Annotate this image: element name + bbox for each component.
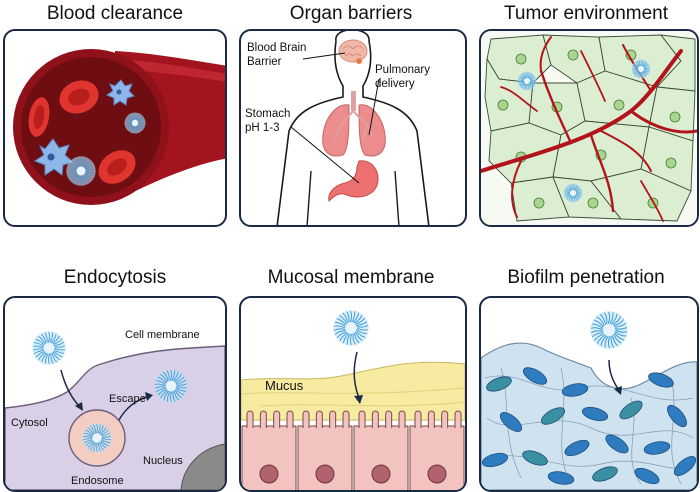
vessel-tube-highlight: [115, 59, 225, 82]
red-blood-cell: [98, 150, 136, 184]
bacterium-icon: [481, 452, 509, 468]
bacterium-icon: [634, 467, 660, 485]
red-blood-cell: [28, 97, 50, 137]
tumor-illustration: [481, 31, 697, 225]
bbb-label-line2: Barrier: [247, 56, 282, 68]
arrow-into-biofilm: [608, 359, 622, 395]
bacterium-icon: [561, 383, 589, 397]
nanoparticle-icon: [631, 59, 651, 79]
pulmonary-callout-line: [368, 78, 380, 136]
bacterium-icon: [643, 441, 671, 455]
mucus-label: Mucus: [265, 378, 304, 393]
body-outline: [276, 31, 430, 225]
endocytosis-title: Endocytosis: [63, 267, 167, 288]
immune-cell-icon: [105, 79, 135, 106]
bacterium-icon: [648, 372, 674, 388]
bacterium-icon: [547, 471, 575, 485]
nanoparticle-icon: [82, 423, 112, 453]
epithelial-cell: [297, 410, 353, 490]
epithelial-cell: [409, 410, 465, 490]
bacterium-icon: [592, 466, 618, 482]
stomach-label-line1: Stomach: [245, 108, 290, 120]
epithelial-cells: [241, 410, 465, 490]
blood-clearance-panel: [3, 29, 227, 227]
brain-icon: [338, 39, 368, 64]
bbb-label-line1: Blood Brain: [247, 42, 306, 54]
nanoparticle-icon: [32, 331, 66, 365]
cell-membrane-label: Cell membrane: [125, 329, 200, 341]
arrow-into-mucus: [353, 351, 363, 404]
human-body-illustration: Blood Brain Barrier Pulmonary delivery S…: [245, 31, 430, 225]
bacterium-icon: [581, 406, 609, 422]
endocytosis-illustration: Cell membrane Cytosol Escape Endosome Nu…: [5, 329, 225, 490]
bacterium-icon: [619, 400, 643, 420]
epithelial-cell: [241, 410, 297, 490]
endosome-label: Endosome: [71, 475, 124, 487]
red-blood-cell: [59, 80, 99, 114]
biofilm-penetration-panel: [479, 296, 699, 492]
cytosol-label: Cytosol: [11, 417, 48, 429]
biofilm-penetration-title: Biofilm penetration: [507, 267, 665, 288]
nanoparticle-icon: [333, 310, 369, 346]
tumor-blood-vessels: [481, 36, 697, 222]
nanoparticle-icon: [517, 71, 537, 91]
bacterium-icon: [540, 407, 566, 425]
blood-vessel-illustration: [13, 49, 225, 205]
bacterium-icon: [522, 450, 548, 466]
blood-clearance-title: Blood clearance: [46, 3, 184, 24]
bacterium-icon: [522, 367, 548, 385]
nanoparticle-icon: [154, 369, 188, 403]
bacterium-icon: [499, 412, 523, 432]
bacteria-cluster: [481, 367, 697, 485]
mucosa-illustration: Mucus: [241, 310, 465, 490]
stomach-icon: [328, 160, 379, 202]
endocytosis-panel: Cell membrane Cytosol Escape Endosome Nu…: [3, 296, 227, 492]
nanoparticle-icon: [590, 311, 628, 349]
mucosal-membrane-title: Mucosal membrane: [267, 267, 435, 288]
bbb-callout-line: [302, 52, 346, 60]
escape-label: Escape: [109, 393, 146, 405]
nucleus-shape: [180, 443, 225, 490]
pulmonary-label-line2: delivery: [375, 78, 415, 90]
organ-barriers-title: Organ barriers: [289, 3, 413, 24]
stomach-callout-line: [290, 126, 360, 184]
nanoparticle-icon: [66, 156, 96, 186]
immune-cell-icon: [33, 138, 75, 176]
bacterium-icon: [605, 434, 629, 454]
lungs-icon: [322, 91, 386, 157]
bacterium-icon: [673, 456, 697, 476]
mucosal-membrane-panel: Mucus: [239, 296, 467, 492]
bacterium-icon: [667, 404, 687, 428]
biofilm-illustration: [481, 311, 697, 490]
escape-arrow: [118, 392, 153, 421]
pulmonary-label-line1: Pulmonary: [375, 64, 430, 76]
nucleus-label: Nucleus: [143, 455, 183, 467]
organ-barriers-panel: Blood Brain Barrier Pulmonary delivery S…: [239, 29, 467, 227]
nanoparticle-icon: [563, 183, 583, 203]
nanoparticle-icon: [124, 112, 146, 134]
epithelial-cell: [353, 410, 409, 490]
bacterium-icon: [564, 439, 590, 457]
tumor-environment-panel: [479, 29, 699, 227]
stomach-label-line2: pH 1-3: [245, 122, 280, 134]
tumor-environment-title: Tumor environment: [503, 3, 669, 24]
arrow-to-endosome: [60, 369, 83, 411]
bacterium-icon: [486, 376, 512, 392]
